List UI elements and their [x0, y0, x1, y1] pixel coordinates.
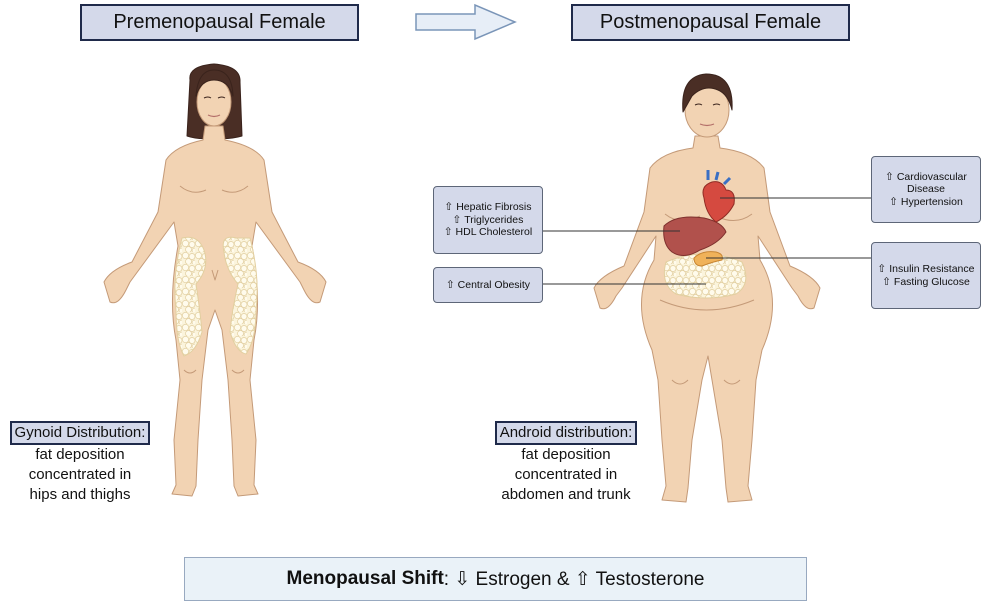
central-obesity-callout: ⇧ Central Obesity [433, 267, 543, 303]
liver-icon [663, 216, 727, 256]
leader-lines [543, 197, 871, 285]
gynoid-fat-right [222, 236, 258, 355]
callout-line: ⇧ Hepatic Fibrosis [444, 201, 532, 214]
pancreas-icon [693, 251, 723, 267]
gynoid-label: Gynoid Distribution: [9, 421, 151, 445]
gynoid-line: hips and thighs [29, 486, 131, 503]
gynoid-description: Gynoid Distribution: fat deposition conc… [0, 421, 160, 505]
callout-line: ⇧ Central Obesity [445, 278, 531, 291]
android-line: concentrated in [514, 466, 618, 483]
premenopausal-title: Premenopausal Female [80, 4, 359, 41]
menopausal-shift-banner: Menopausal Shift: ⇩ Estrogen & ⇧ Testost… [184, 557, 807, 601]
hepatic-callout: ⇧ Hepatic Fibrosis ⇧ Triglycerides ⇧ HDL… [433, 186, 543, 254]
callout-line: ⇧ Hypertension [889, 195, 963, 208]
callout-line: ⇧ Insulin Resistance [877, 263, 975, 275]
callout-line: ⇧ Cardiovascular [885, 170, 967, 183]
callout-line: ⇧ HDL Cholesterol [443, 226, 533, 239]
gynoid-line: concentrated in [28, 466, 132, 483]
postmenopausal-title-text: Postmenopausal Female [599, 11, 822, 33]
android-line: fat deposition [521, 446, 611, 463]
premenopausal-title-text: Premenopausal Female [113, 11, 326, 33]
cardiovascular-callout: ⇧ Cardiovascular Disease ⇧ Hypertension [871, 156, 981, 223]
shift-text: : ⇩ Estrogen & ⇧ Testosterone [443, 568, 705, 590]
callout-line: ⇧ Triglycerides [452, 213, 524, 226]
heart-icon [702, 181, 735, 223]
gynoid-line: fat deposition [35, 446, 125, 463]
postmenopausal-figure [593, 73, 821, 503]
transition-arrow [415, 3, 517, 41]
android-line: abdomen and trunk [501, 486, 631, 503]
gynoid-fat-left [174, 236, 207, 357]
postmenopausal-title: Postmenopausal Female [571, 4, 850, 41]
android-label: Android distribution: [494, 421, 638, 445]
premenopausal-figure [103, 63, 327, 497]
callout-line: ⇧ Fasting Glucose [882, 275, 970, 288]
android-description: Android distribution: fat deposition con… [478, 421, 654, 505]
shift-title: Menopausal Shift [286, 568, 444, 589]
insulin-callout: ⇧ Insulin Resistance ⇧ Fasting Glucose [871, 242, 981, 309]
callout-line: Disease [907, 183, 945, 196]
